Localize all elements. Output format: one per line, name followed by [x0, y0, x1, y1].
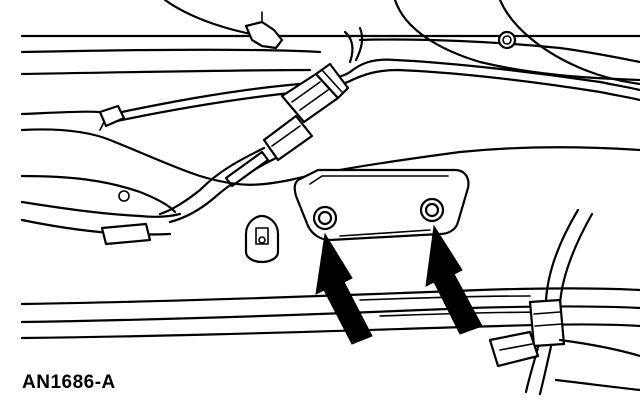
harness-clip-left — [98, 104, 126, 131]
upper-body-panel — [20, 0, 640, 86]
bolt-right — [419, 197, 445, 223]
panel-hole — [118, 190, 130, 202]
right-harness — [524, 208, 594, 396]
electrical-connector — [262, 62, 350, 162]
arrow-right — [425, 224, 483, 335]
upper-clip — [244, 11, 284, 50]
right-connector — [488, 298, 566, 368]
retainer-tab — [100, 222, 152, 246]
lower-sill — [20, 287, 640, 340]
right-lower-panel — [554, 338, 640, 392]
arrow-left — [315, 232, 373, 345]
bolt-head-upper — [497, 30, 517, 50]
pushpin-clip — [244, 214, 280, 264]
figure-label: AN1686-A — [22, 372, 116, 393]
bolt-left — [312, 205, 338, 231]
mounting-bracket — [293, 168, 470, 242]
